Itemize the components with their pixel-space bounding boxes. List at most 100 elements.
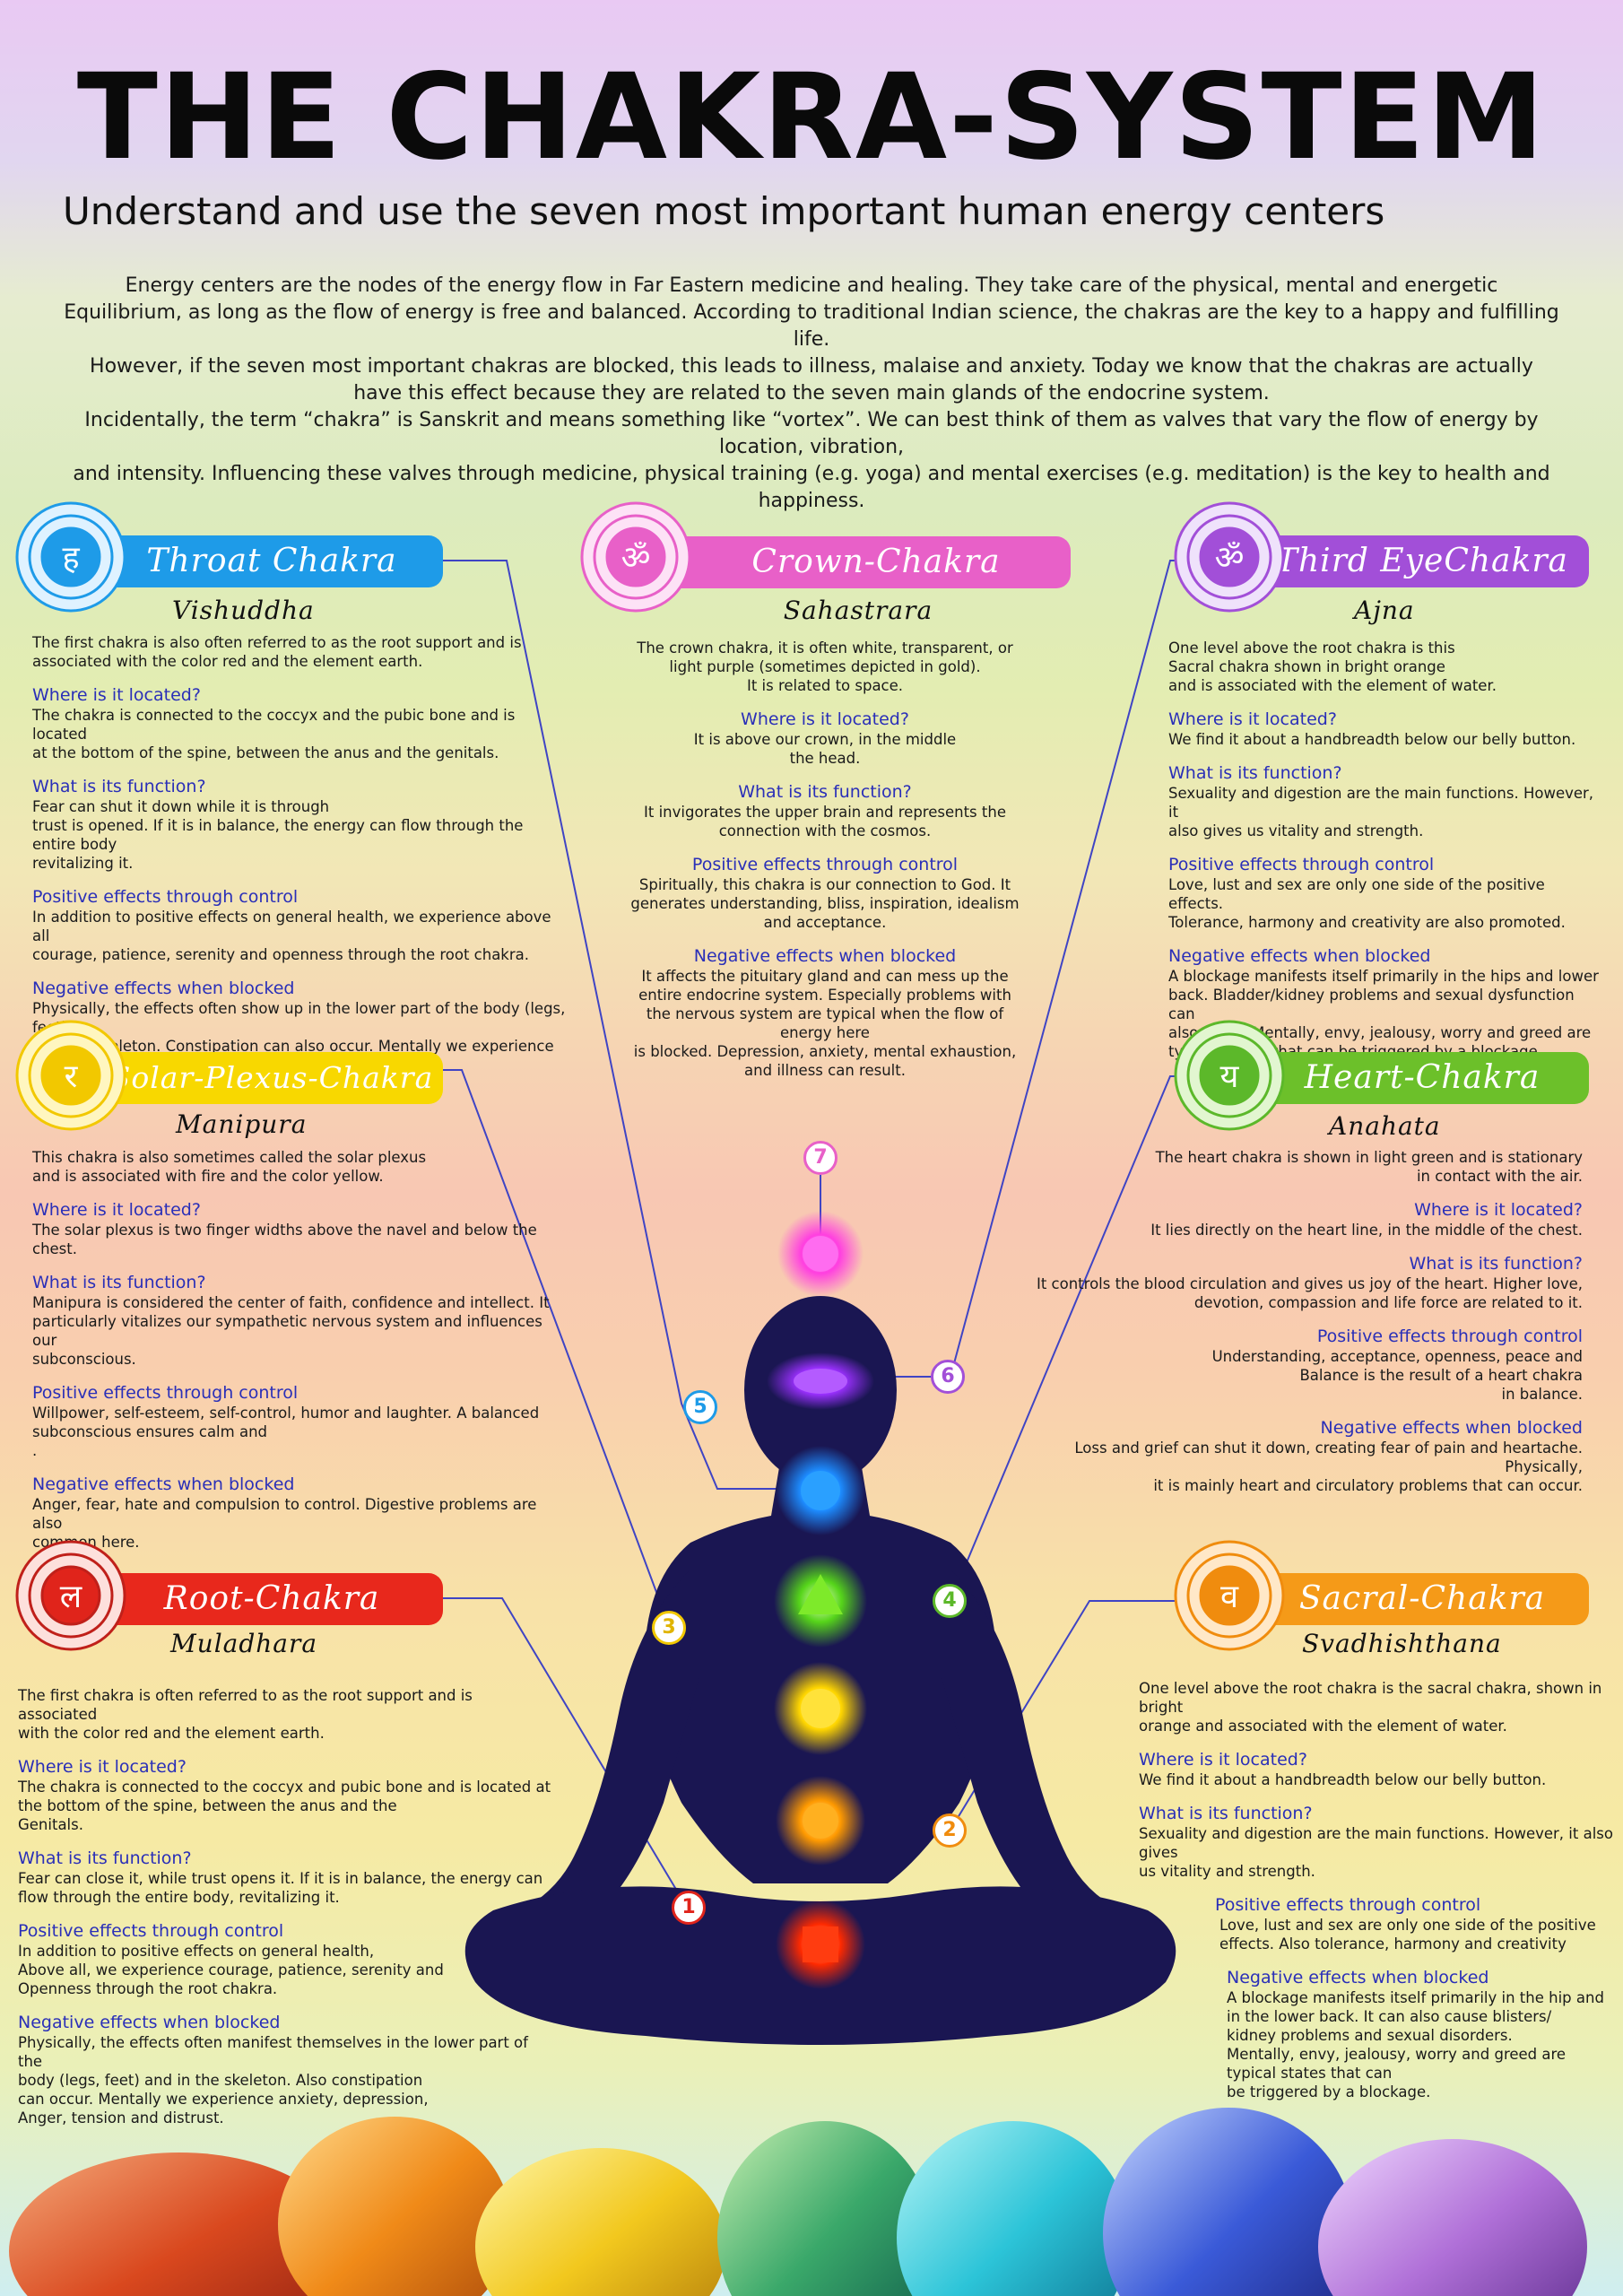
throat-body: Fear can shut it down while it is throug… <box>32 798 524 872</box>
root-body: Physically, the effects often manifest t… <box>18 2034 528 2126</box>
solar-chakra-sanskrit: Manipura <box>176 1109 308 1139</box>
root-heading: Negative effects when blocked <box>18 2013 281 2032</box>
root-chakra-sanskrit: Muladhara <box>170 1629 318 1658</box>
heart-body: It lies directly on the heart line, in t… <box>1150 1222 1583 1239</box>
heart-body: Loss and grief can shut it down, creatin… <box>1074 1439 1583 1494</box>
crown-chakra-sanskrit: Sahastrara <box>783 596 933 625</box>
heart-chakra-sanskrit: Anahata <box>1329 1111 1441 1141</box>
sacral-heading: Negative effects when blocked <box>1227 1968 1489 1987</box>
crown-heading: Positive effects through control <box>691 855 959 874</box>
thirdeye-chakra-sanskrit: Ajna <box>1354 596 1415 625</box>
crown-intro: The crown chakra, it is often white, tra… <box>637 639 1013 694</box>
thirdeye-heading: Where is it located? <box>1168 709 1337 729</box>
root-body: In addition to positive effects on gener… <box>18 1943 444 1997</box>
thirdeye-chakra-title: Third EyeChakra <box>1275 543 1568 579</box>
chakra-number-3: 3 <box>652 1611 686 1645</box>
heart-heading: Positive effects through control <box>1316 1326 1583 1346</box>
intro-line: and intensity. Influencing these valves … <box>73 463 1550 512</box>
heart-chakra-text: The heart chakra is shown in light green… <box>1022 1148 1583 1495</box>
root-intro: The first chakra is often referred to as… <box>18 1687 473 1742</box>
chakra-number-4: 4 <box>933 1584 967 1618</box>
chakra-number-1: 1 <box>672 1891 706 1925</box>
sacral-chakra-text: One level above the root chakra is the s… <box>1139 1679 1614 2101</box>
sacral-body: We find it about a handbreadth below our… <box>1139 1771 1547 1788</box>
root-body: Fear can close it, while trust opens it.… <box>18 1870 543 1906</box>
thirdeye-intro: One level above the root chakra is this … <box>1168 639 1497 694</box>
svg-text:व: व <box>1220 1578 1239 1615</box>
solar-chakra-title: Solar-Plexus-Chakra <box>109 1060 434 1095</box>
intro-line: Incidentally, the term “chakra” is Sansk… <box>84 409 1539 458</box>
gemstones-image <box>9 2108 1587 2296</box>
heart-heading: Where is it located? <box>1414 1200 1583 1220</box>
chakra-number-6: 6 <box>931 1360 965 1394</box>
chakra-number-2: 2 <box>933 1813 967 1848</box>
sacral-body: Love, lust and sex are only one side of … <box>1219 1917 1596 1952</box>
solar-heading: Positive effects through control <box>32 1383 299 1403</box>
chakra-number-7: 7 <box>803 1141 838 1175</box>
root-heading: Where is it located? <box>18 1757 187 1777</box>
sacral-body: Sexuality and digestion are the main fun… <box>1139 1825 1613 1880</box>
root-heading: Positive effects through control <box>18 1921 284 1941</box>
heart-chakra-icon: य <box>1174 1020 1285 1131</box>
solar-body: Anger, fear, hate and compulsion to cont… <box>32 1496 537 1551</box>
throat-heading: Positive effects through control <box>32 887 299 907</box>
sacral-heading: What is its function? <box>1139 1804 1313 1823</box>
throat-chakra-title: Throat Chakra <box>146 543 397 579</box>
thirdeye-body: Love, lust and sex are only one side of … <box>1168 876 1566 931</box>
crown-heading: Where is it located? <box>741 709 909 729</box>
intro-line: However, if the seven most important cha… <box>90 355 1533 378</box>
svg-text:ॐ: ॐ <box>621 540 651 577</box>
solar-body: The solar plexus is two finger widths ab… <box>32 1222 537 1257</box>
crown-chakra-banner: Crown-Chakra <box>646 536 1071 588</box>
intro-line: Equilibrium, as long as the flow of ener… <box>64 301 1559 351</box>
solar-body: Manipura is considered the center of fai… <box>32 1294 550 1368</box>
solar-body: Willpower, self-esteem, self-control, hu… <box>32 1405 540 1459</box>
thirdeye-body: Sexuality and digestion are the main fun… <box>1168 785 1594 839</box>
sacral-chakra-title: Sacral-Chakra <box>1298 1580 1546 1617</box>
throat-chakra-sanskrit: Vishuddha <box>172 596 315 625</box>
crown-body: It affects the pituitary gland and can m… <box>633 968 1017 1079</box>
solar-intro: This chakra is also sometimes called the… <box>32 1149 427 1185</box>
sacral-intro: One level above the root chakra is the s… <box>1139 1680 1602 1735</box>
intro-text: Energy centers are the nodes of the ener… <box>45 273 1578 515</box>
sacral-chakra-sanskrit: Svadhishthana <box>1302 1629 1502 1658</box>
svg-text:ॐ: ॐ <box>1215 540 1245 577</box>
throat-intro: The first chakra is also often referred … <box>32 634 522 670</box>
throat-body: The chakra is connected to the coccyx an… <box>32 707 516 761</box>
svg-text:र: र <box>65 1058 79 1095</box>
thirdeye-body: We find it about a handbreadth below our… <box>1168 731 1576 748</box>
throat-chakra-icon: ह <box>15 501 126 613</box>
thirdeye-heading: Negative effects when blocked <box>1168 946 1431 966</box>
sacral-heading: Positive effects through control <box>1215 1895 1481 1915</box>
sacral-chakra-icon: व <box>1174 1540 1285 1651</box>
heart-intro: The heart chakra is shown in light green… <box>1155 1149 1583 1185</box>
crown-body: It invigorates the upper brain and repre… <box>644 804 1006 839</box>
solar-chakra-icon: र <box>15 1020 126 1131</box>
crown-chakra-text: The crown chakra, it is often white, tra… <box>610 639 1040 1080</box>
crown-chakra-icon: ॐ <box>580 501 691 613</box>
throat-heading: What is its function? <box>32 777 206 796</box>
intro-line: have this effect because they are relate… <box>353 382 1270 404</box>
svg-text:ह: ह <box>62 540 80 577</box>
root-chakra-icon: ल <box>15 1540 126 1651</box>
svg-text:ल: ल <box>60 1578 82 1615</box>
thirdeye-heading: What is its function? <box>1168 763 1342 783</box>
solar-heading: What is its function? <box>32 1273 206 1292</box>
heart-heading: Negative effects when blocked <box>1320 1418 1583 1438</box>
meditating-figure <box>464 1211 1176 2045</box>
page-title: THE CHAKRA-SYSTEM <box>76 48 1547 187</box>
solar-heading: Where is it located? <box>32 1200 201 1220</box>
crown-heading: What is its function? <box>738 782 912 802</box>
thirdeye-chakra-icon: ॐ <box>1174 501 1285 613</box>
crown-heading: Negative effects when blocked <box>693 946 957 966</box>
sacral-heading: Where is it located? <box>1139 1750 1307 1770</box>
root-chakra-title: Root-Chakra <box>163 1580 380 1617</box>
solar-chakra-text: This chakra is also sometimes called the… <box>32 1148 570 1552</box>
crown-body: It is above our crown, in the middle the… <box>693 731 957 767</box>
crown-chakra-title: Crown-Chakra <box>751 544 1001 580</box>
throat-heading: Negative effects when blocked <box>32 978 295 998</box>
chakra-number-5: 5 <box>683 1390 717 1424</box>
root-body: The chakra is connected to the coccyx an… <box>18 1779 551 1833</box>
sacral-body: A blockage manifests itself primarily in… <box>1227 1989 1604 2100</box>
solar-heading: Negative effects when blocked <box>32 1474 295 1494</box>
